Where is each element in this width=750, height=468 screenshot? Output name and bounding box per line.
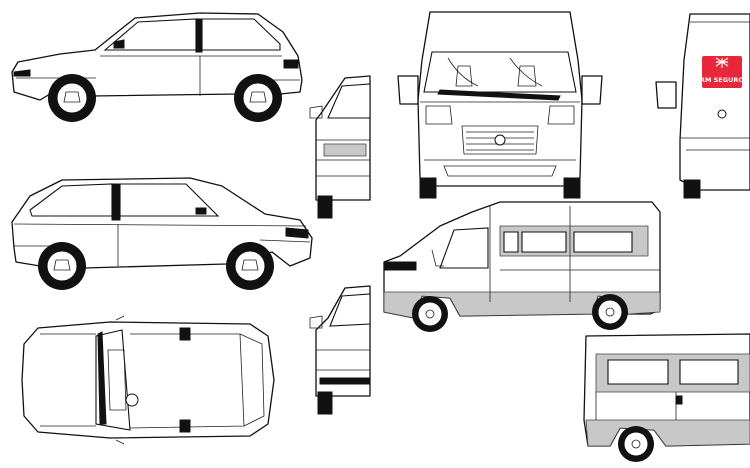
van-side-view bbox=[383, 201, 661, 332]
wheel-icon bbox=[38, 242, 86, 290]
van-rear-view: TRM SEGUROS bbox=[655, 13, 750, 199]
van-front-view bbox=[397, 11, 603, 199]
hatchback-front-view bbox=[309, 75, 371, 219]
logo-icon bbox=[715, 57, 729, 68]
brand-badge-text: TRM SEGUROS bbox=[695, 76, 748, 84]
hatchback-side-view-middle bbox=[11, 177, 313, 290]
wheel-icon bbox=[48, 74, 96, 122]
hatchback-rear-view bbox=[309, 285, 371, 415]
brand-badge bbox=[702, 56, 742, 88]
van-side-view-rear-partial bbox=[583, 333, 750, 462]
wheel-icon bbox=[412, 296, 448, 332]
wheel-icon bbox=[226, 242, 274, 290]
wheel-icon bbox=[618, 426, 654, 462]
hatchback-side-view-top bbox=[11, 12, 303, 122]
hatchback-top-view bbox=[21, 315, 275, 445]
wheel-icon bbox=[234, 74, 282, 122]
wheel-icon bbox=[592, 294, 628, 330]
